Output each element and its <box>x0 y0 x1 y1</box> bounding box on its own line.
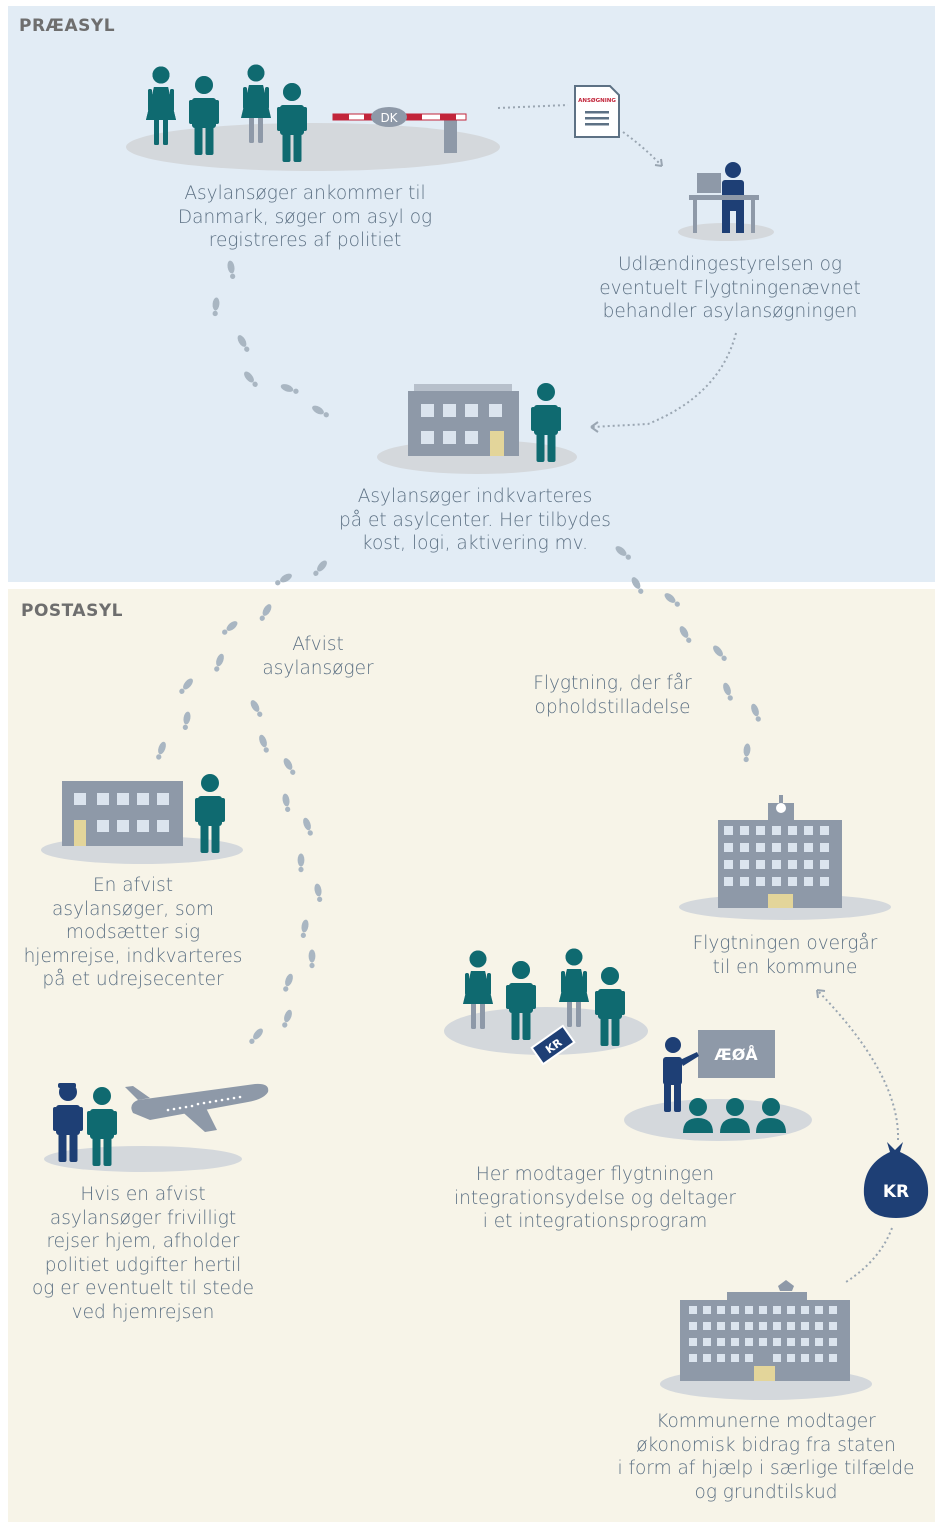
flow-arrow <box>497 104 569 109</box>
flow-arrow <box>845 1227 893 1283</box>
barrier-label: DK <box>380 111 398 125</box>
label-refugee-path: Flygtning, der får opholdstilladelse <box>533 673 692 718</box>
classroom-platform <box>624 1099 812 1141</box>
caption-municipality: Flygtningen overgår til en kommune <box>692 933 878 978</box>
flow-arrow <box>816 989 900 1141</box>
arrow-head-icon <box>654 158 663 167</box>
payment-card-icon: KR <box>530 1024 576 1066</box>
refugee-group-bodies <box>463 948 625 1046</box>
preasylum-heading: PRÆASYL <box>19 16 116 36</box>
municipality-building-icon <box>718 795 842 908</box>
arrival-platform <box>126 123 500 171</box>
border-barrier: DK <box>332 107 467 153</box>
state-building-icon <box>680 1280 850 1381</box>
application-document-icon: ANSØGNING <box>574 85 620 138</box>
clock-icon <box>776 803 786 813</box>
board-text: ÆØÅ <box>714 1045 758 1064</box>
caption-integration: Her modtager flygtningen integrationsyde… <box>454 1164 736 1232</box>
case-worker-icon <box>689 162 759 233</box>
crown-icon <box>778 1280 794 1291</box>
flow-arrow <box>622 131 663 167</box>
arrow-head-icon <box>816 989 826 999</box>
departure-center-building-icon <box>62 781 183 846</box>
caption-processing: Udlændingestyrelsen og eventuelt Flygtni… <box>599 254 861 322</box>
arrow-head-icon <box>590 421 599 433</box>
classroom-board: ÆØÅ <box>698 1030 775 1078</box>
caption-departure-center: En afvist asylansøger, som modsætter sig… <box>23 875 243 990</box>
police-officer-icon <box>53 1083 83 1162</box>
airplane-icon <box>125 1083 269 1132</box>
document-title: ANSØGNING <box>578 97 616 104</box>
postasylum-heading: POSTASYL <box>21 601 123 621</box>
money-bag-icon: KR <box>863 1142 929 1218</box>
students-icon <box>683 1098 786 1133</box>
flow-arrow <box>591 332 737 428</box>
label-rejected-path: Afvist asylansøger <box>262 634 374 679</box>
integration-platform <box>444 1007 648 1055</box>
caption-voluntary-return: Hvis en afvist asylansøger frivilligt re… <box>31 1184 255 1323</box>
teacher-icon <box>663 1037 699 1112</box>
caption-asylum-center: Asylansøger indkvarteres på et asylcente… <box>339 486 611 554</box>
arrival-people-bodies <box>146 64 307 162</box>
caption-arrival: Asylansøger ankommer til Danmark, søger … <box>177 183 433 251</box>
asylum-center-building-icon <box>408 384 519 456</box>
footprints-trail-refugee <box>613 544 763 763</box>
footprints-trail-arrival <box>211 260 331 420</box>
caption-state-funding: Kommunerne modtager økonomisk bidrag fra… <box>617 1411 915 1503</box>
money-bag-label: KR <box>883 1182 909 1202</box>
